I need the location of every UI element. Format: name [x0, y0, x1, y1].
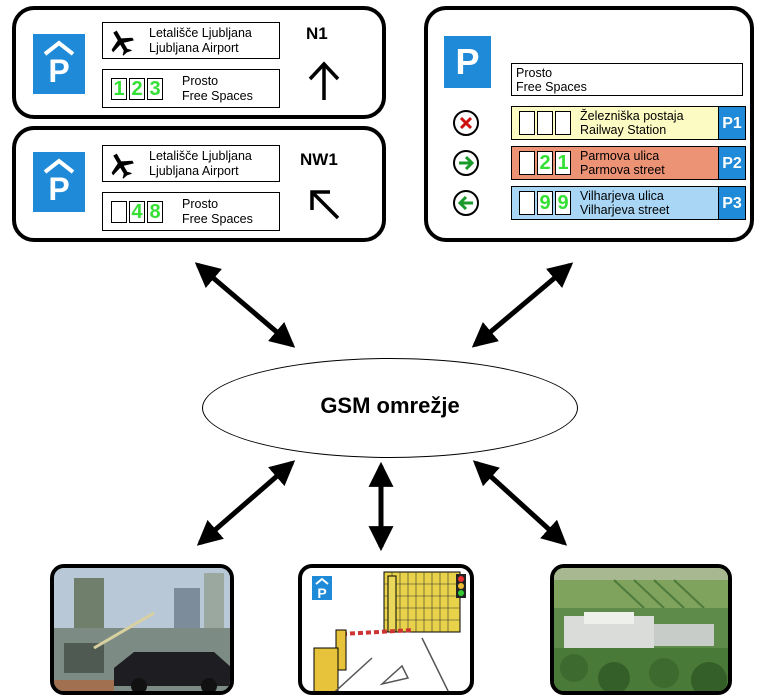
digit-cell: 1 — [111, 78, 127, 100]
destination-line-2: Ljubljana Airport — [149, 164, 239, 178]
lot-name-line-2: Parmova street — [580, 163, 665, 177]
lot-name-line-2: Vilharjeva street — [580, 203, 670, 217]
destination-line-2: Ljubljana Airport — [149, 41, 239, 55]
header-line-2: Free Spaces — [516, 80, 587, 94]
lot-row-p2: 2 1 Parmova ulica Parmova street P2 — [511, 146, 746, 180]
digit-cell: 9 — [537, 191, 553, 215]
lot-code: P2 — [718, 146, 746, 180]
destination-line-1: Letališče Ljubljana — [149, 149, 252, 163]
lot-name-line-1: Parmova ulica — [580, 149, 660, 163]
destination-panel: Letališče Ljubljana Ljubljana Airport — [102, 145, 280, 182]
arrow-left-circle-icon — [453, 190, 479, 216]
digit-cell: 8 — [147, 201, 163, 223]
lot-code: P1 — [718, 106, 746, 140]
digit-cell — [519, 151, 535, 175]
digit-cell — [111, 201, 127, 223]
parking-tile: P — [33, 152, 85, 212]
free-spaces-panel: 1 2 3 Prosto Free Spaces — [102, 69, 280, 108]
free-spaces-panel: 4 8 Prosto Free Spaces — [102, 192, 280, 231]
destination-line-1: Letališče Ljubljana — [149, 26, 252, 40]
gsm-network-label: GSM omrežje — [320, 393, 460, 418]
destination-panel: Letališče Ljubljana Ljubljana Airport — [102, 22, 280, 59]
sign-n1: P Letališče Ljubljana Ljubljana Airport … — [12, 6, 386, 119]
digit-cell: 2 — [537, 151, 553, 175]
arrow-network-to-site — [196, 460, 296, 546]
free-label-line-1: Prosto — [182, 74, 219, 88]
airplane-icon — [111, 153, 134, 179]
free-label-line-1: Prosto — [182, 197, 219, 211]
parking-tile: P — [444, 36, 491, 88]
sign-nw1: P Letališče Ljubljana Ljubljana Airport … — [12, 126, 386, 242]
arrow-sign-to-network — [471, 262, 574, 348]
digit-cell: 4 — [129, 201, 145, 223]
free-label-line-2: Free Spaces — [182, 212, 253, 226]
direction-code: N1 — [306, 24, 328, 43]
free-label-line-2: Free Spaces — [182, 89, 253, 103]
digit-cell — [519, 191, 535, 215]
lot-row-p1: Železniška postaja Railway Station P1 — [511, 106, 746, 140]
x-circle-icon — [453, 110, 479, 136]
site-photo-barrier — [50, 564, 234, 695]
parking-tile: P — [33, 34, 85, 94]
arrow-sign-to-network — [194, 262, 296, 348]
arrow-right-circle-icon — [453, 150, 479, 176]
lot-name-line-1: Vilharjeva ulica — [580, 189, 664, 203]
header-panel: Prosto Free Spaces — [511, 63, 743, 96]
gsm-network: GSM omrežje — [202, 358, 578, 458]
digit-cell — [555, 111, 571, 135]
svg-text:P: P — [317, 585, 326, 601]
arrow-up-left-icon — [310, 190, 340, 220]
direction-code: NW1 — [300, 150, 338, 169]
lot-name-line-2: Railway Station — [580, 123, 667, 137]
digit-cell — [537, 111, 553, 135]
parking-letter: P — [48, 171, 70, 207]
lot-code: P3 — [718, 186, 746, 220]
roof-icon — [43, 158, 75, 174]
lot-name-line-1: Železniška postaja — [580, 109, 684, 123]
digit-cell: 2 — [129, 78, 145, 100]
header-line-1: Prosto — [516, 66, 553, 80]
roof-icon — [43, 40, 75, 56]
airplane-icon — [111, 30, 134, 56]
digit-cell: 3 — [147, 78, 163, 100]
sign-city: P Prosto Free Spaces Železniška postaja … — [424, 6, 754, 242]
parking-letter: P — [48, 53, 70, 89]
garage-illustration: P — [298, 564, 474, 695]
parking-letter: P — [455, 41, 480, 82]
digit-cell — [519, 111, 535, 135]
lot-row-p3: 9 9 Vilharjeva ulica Vilharjeva street P… — [511, 186, 746, 220]
digit-cell: 1 — [555, 151, 571, 175]
arrow-network-to-site — [472, 460, 568, 546]
digit-cell: 9 — [555, 191, 571, 215]
arrow-up-icon — [308, 61, 340, 100]
site-photo-aerial — [550, 564, 732, 695]
